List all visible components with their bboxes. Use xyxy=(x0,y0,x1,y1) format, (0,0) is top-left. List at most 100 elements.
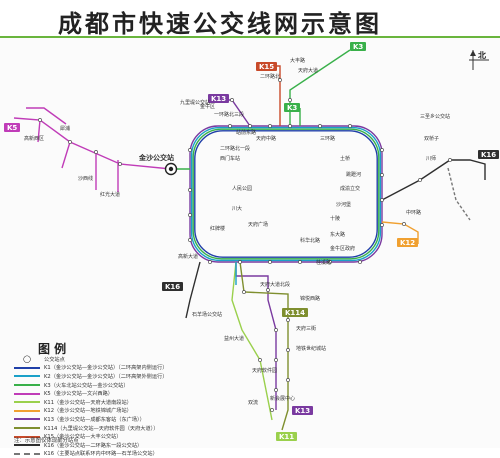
legend-item-k13: K13（金沙公交站—成都东客站（东广场）） xyxy=(14,415,204,424)
station-label: 三圣乡公交站 xyxy=(420,113,450,120)
station-dot xyxy=(188,148,192,152)
station-label: 二环路北一段 xyxy=(220,145,250,152)
station-dot xyxy=(288,98,292,102)
station-dot xyxy=(270,408,274,412)
station-dot xyxy=(248,124,252,128)
station-label: 天府中路 xyxy=(256,135,276,142)
legend-item-k5: K5（金沙公交站—文兴西路） xyxy=(14,389,204,398)
station-dot xyxy=(380,173,384,177)
station-label: 天府软件园 xyxy=(252,367,277,374)
station-label: 双流 xyxy=(248,399,258,406)
badge-k11 xyxy=(276,432,297,441)
page-title: 成都市快速公交线网示意图 xyxy=(58,10,382,38)
legend-text: K1（金沙公交站—金沙公交站）（二环高架内侧运行） xyxy=(44,365,168,372)
branch-line-k3-3 xyxy=(289,49,351,126)
station-label: 石羊场公交站 xyxy=(192,311,222,318)
station-label: 红牌楼 xyxy=(210,225,225,232)
branch-line-k12-9 xyxy=(381,221,419,244)
station-label: 天府三街 xyxy=(296,325,316,332)
hub: 金沙公交站 xyxy=(138,153,178,176)
badge-label-k13: K13 xyxy=(211,95,226,103)
station-label: 沙西线 xyxy=(78,175,93,182)
station-dot xyxy=(268,260,272,264)
station-dot xyxy=(418,178,422,182)
station-dot xyxy=(242,290,246,294)
badge-label-k13b: K13 xyxy=(295,407,310,415)
badge-label-k3b: K3 xyxy=(287,104,297,112)
station-label: 新会展中心 xyxy=(270,395,295,402)
badge-label-k114: K114 xyxy=(285,309,305,317)
station-label: 锦悦西路 xyxy=(300,295,320,302)
station-dot xyxy=(278,78,282,82)
station-label: 高新西区 xyxy=(24,135,44,142)
legend-swatch xyxy=(14,435,40,438)
legend-swatch xyxy=(14,418,40,421)
badge-k16b xyxy=(162,282,183,291)
hub-label: 金沙公交站 xyxy=(138,153,174,162)
footnote: 注：示意图仅体现部分站点 xyxy=(14,438,79,444)
station-label: 金牛区 xyxy=(200,103,215,110)
legend-swatch xyxy=(14,409,40,412)
station-dot xyxy=(238,260,242,264)
badge-k13b xyxy=(292,406,313,415)
station-label: 中环路 xyxy=(406,209,421,216)
legend-item-k11: K11（金沙公交站—天府大道南段站） xyxy=(14,398,204,407)
legend-swatch xyxy=(14,452,40,455)
station-label: 成渝立交 xyxy=(340,185,360,192)
legend-text: K114（九里堤公交站—天府软件园（天府大道）） xyxy=(44,425,159,432)
station-dot xyxy=(402,222,406,226)
badge-k3 xyxy=(350,42,366,51)
station-dot xyxy=(328,260,332,264)
station-dot xyxy=(288,124,292,128)
badge-k3b xyxy=(284,103,300,112)
branch-line-k16-7 xyxy=(381,159,486,201)
legend-text: K12（金沙公交站—地铁锦城广场站） xyxy=(44,408,132,415)
station-dot xyxy=(188,188,192,192)
badge-k114 xyxy=(282,308,308,317)
station-dot xyxy=(380,198,384,202)
station-label: 桂溪路 xyxy=(316,259,331,266)
badge-label-k5: K5 xyxy=(7,124,17,132)
station-dot xyxy=(188,213,192,217)
legend-text: K5（金沙公交站—文兴西路） xyxy=(44,391,113,398)
station-dot xyxy=(230,98,234,102)
legend-text: K3（火车北站公交站—金沙公交站） xyxy=(44,382,129,389)
legend-item-k3: K3（火车北站公交站—金沙公交站） xyxy=(14,381,204,390)
legend-item-k16dash: K16（主要站点联系环内中环路—石羊场公交站） xyxy=(14,450,204,458)
station-dot xyxy=(268,124,272,128)
legend-swatch xyxy=(14,427,40,430)
badge-label-k11: K11 xyxy=(279,433,294,441)
station-label: 红光大道 xyxy=(100,191,120,198)
station-dot xyxy=(286,348,290,352)
station-dot xyxy=(380,223,384,227)
station-label: 九里堤公交站 xyxy=(180,99,210,106)
badge-k13 xyxy=(208,94,229,103)
legend-swatch xyxy=(14,444,40,447)
station-labels: 大丰路天府大道二环路北九里堤公交站一环路北三段二环路北一段金牛区站前东路天府中路… xyxy=(24,57,450,406)
ring-line-k2 xyxy=(190,126,382,262)
legend-item-k114: K114（九里堤公交站—天府软件园（天府大道）） xyxy=(14,424,204,433)
legend-text: 公交站点 xyxy=(44,356,65,363)
badge-k5 xyxy=(4,123,20,132)
station-label: 站前东路 xyxy=(236,129,256,136)
station-label: 二环路北 xyxy=(260,73,280,80)
station-label: 一环路北三段 xyxy=(214,111,244,118)
station-dot xyxy=(380,148,384,152)
legend-text: K11（金沙公交站—天府大道南段站） xyxy=(44,399,132,406)
station-dot xyxy=(228,124,232,128)
branch-line-k11-11 xyxy=(231,261,273,421)
station-label: 东大路 xyxy=(330,231,345,238)
station-dot xyxy=(258,358,262,362)
badge-label-k15: K15 xyxy=(259,63,274,71)
station-dot xyxy=(298,260,302,264)
station-label: 天府广场 xyxy=(248,221,268,228)
station-label: 西门车站 xyxy=(220,155,240,162)
legend-swatch xyxy=(14,375,40,378)
ring-lines xyxy=(189,125,383,263)
title-bar: 成都市快速公交线网示意图 xyxy=(0,0,500,38)
legend-item-stop: ◯公交站点 xyxy=(14,355,204,364)
legend-item-k12: K12（金沙公交站—地铁锦城广场站） xyxy=(14,407,204,416)
